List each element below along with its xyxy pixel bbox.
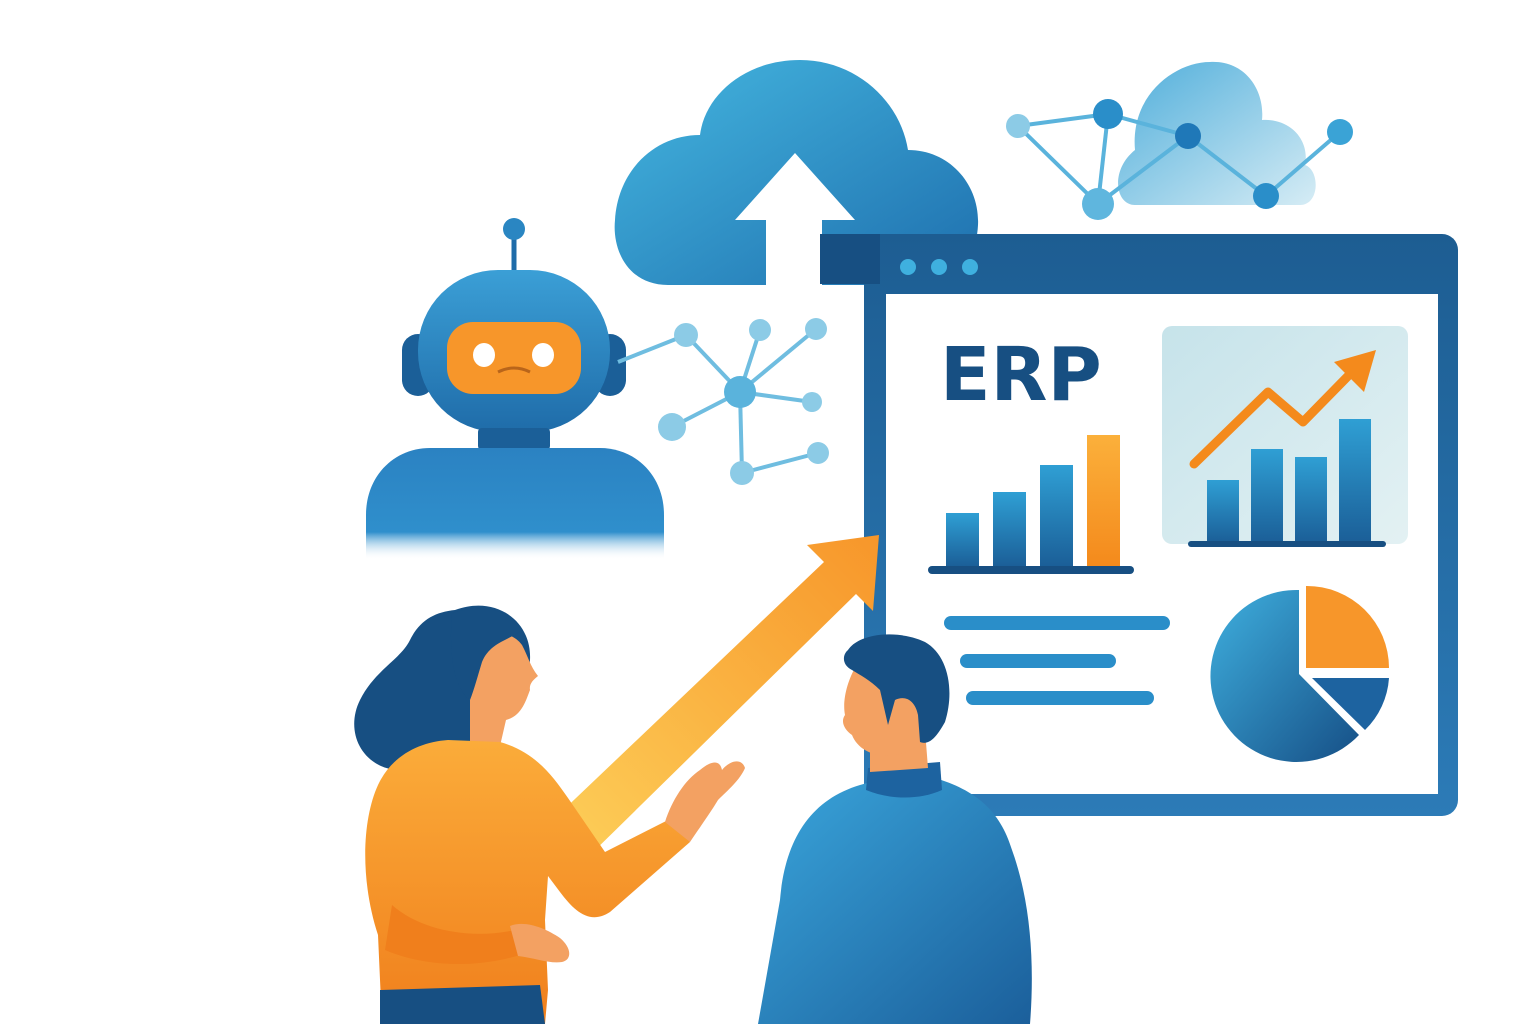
bar [1251, 449, 1283, 542]
upload-arrow-icon [735, 153, 855, 285]
bar-chart [928, 435, 1134, 574]
faded-cloud-shape [1118, 61, 1316, 206]
bar [946, 513, 979, 566]
woman-hand-lower [510, 923, 570, 963]
robot-body [366, 448, 664, 560]
bar [1040, 465, 1073, 566]
woman-hair-top [450, 608, 522, 700]
chart-baseline [928, 566, 1134, 574]
window-dot[interactable] [931, 259, 947, 275]
man-shirt [758, 778, 1032, 1024]
bar [1339, 419, 1371, 542]
robot-icon [366, 218, 664, 560]
bar [1295, 457, 1327, 542]
network-graph-icon [617, 318, 829, 485]
chart-baseline [1188, 541, 1386, 547]
woman-arm-lower [385, 905, 520, 965]
window-dot[interactable] [900, 259, 916, 275]
woman-figure [354, 605, 745, 1024]
robot-neck [478, 428, 550, 450]
woman-face [464, 632, 538, 750]
bar [993, 492, 1026, 566]
growth-arrow-icon [1189, 350, 1376, 469]
man-figure [758, 634, 1032, 1024]
growth-arrow-icon [555, 535, 879, 860]
window-dot[interactable] [962, 259, 978, 275]
cloud-upload-icon [614, 60, 979, 285]
network-top-group [1006, 61, 1353, 220]
man-hair [843, 634, 950, 743]
woman-pants [380, 985, 545, 1024]
page-title: ERP [940, 332, 1102, 418]
dashboard-window: ERP [820, 234, 1458, 816]
robot-face [447, 322, 581, 394]
bar [1087, 435, 1120, 566]
woman-hand-raised [665, 761, 745, 842]
growth-chart-panel [1162, 326, 1408, 547]
text-placeholder-lines [944, 616, 1170, 705]
window-titlebar-extension [820, 234, 880, 284]
bar [1207, 480, 1239, 542]
network-nodes [1006, 99, 1353, 220]
pie-chart-icon [1210, 585, 1389, 762]
